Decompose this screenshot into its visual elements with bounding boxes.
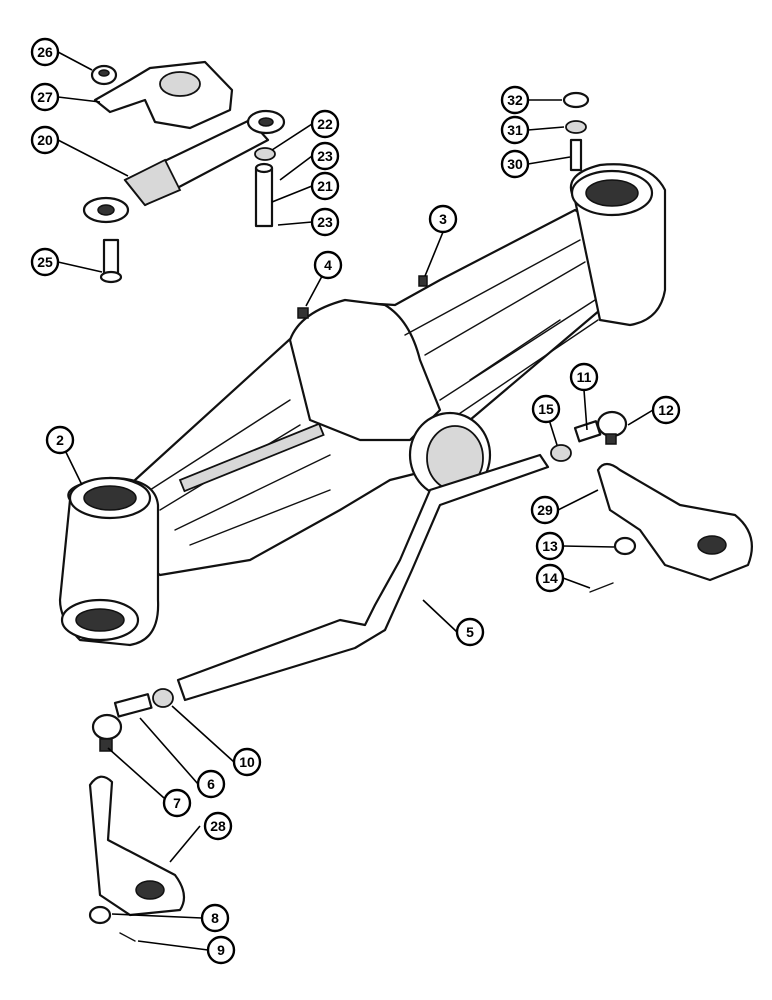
svg-text:22: 22 <box>317 116 333 132</box>
steering-cylinder <box>82 109 286 224</box>
callout-3: 3 <box>428 204 458 234</box>
svg-text:13: 13 <box>542 538 558 554</box>
svg-text:4: 4 <box>324 257 332 273</box>
svg-text:8: 8 <box>211 910 219 926</box>
svg-text:6: 6 <box>207 776 215 792</box>
callout-6: 6 <box>196 769 226 799</box>
callout-32: 32 <box>500 85 530 115</box>
callout-22: 22 <box>310 109 340 139</box>
svg-text:28: 28 <box>210 818 226 834</box>
callout-30: 30 <box>500 149 530 179</box>
svg-text:5: 5 <box>466 624 474 640</box>
grease-fitting-4 <box>297 307 309 319</box>
svg-text:26: 26 <box>37 44 53 60</box>
callout-5: 5 <box>455 617 485 647</box>
callout-12: 12 <box>651 395 681 425</box>
svg-text:20: 20 <box>37 132 53 148</box>
svg-text:11: 11 <box>577 369 592 385</box>
svg-text:31: 31 <box>507 122 523 138</box>
svg-text:27: 27 <box>37 89 53 105</box>
svg-text:2: 2 <box>56 432 64 448</box>
nut-13 <box>613 536 637 556</box>
mounting-bracket-27 <box>93 60 234 130</box>
callout-7: 7 <box>162 788 192 818</box>
callout-10: 10 <box>232 747 262 777</box>
washer-22 <box>254 147 276 161</box>
callout-9: 9 <box>206 935 236 965</box>
axle-housing <box>58 163 667 647</box>
callout-14: 14 <box>535 563 565 593</box>
callout-2: 2 <box>45 425 75 455</box>
callout-25: 25 <box>30 247 60 277</box>
svg-text:7: 7 <box>173 795 181 811</box>
nut-8 <box>88 905 112 925</box>
callout-15: 15 <box>531 394 561 424</box>
svg-text:30: 30 <box>507 156 523 172</box>
nut-26 <box>90 64 118 86</box>
callout-27: 27 <box>30 82 60 112</box>
stud-30 <box>569 138 583 172</box>
svg-text:15: 15 <box>538 401 554 417</box>
svg-text:23: 23 <box>317 148 333 164</box>
steering-arm-28 <box>88 775 186 917</box>
callout-13: 13 <box>535 531 565 561</box>
tie-rod-end-left <box>91 693 153 752</box>
callout-8: 8 <box>200 903 230 933</box>
svg-text:14: 14 <box>542 570 558 586</box>
callout-11: 11 <box>569 362 599 392</box>
callout-4: 4 <box>313 250 343 280</box>
callout-21: 21 <box>310 171 340 201</box>
svg-text:9: 9 <box>217 942 225 958</box>
nut-10 <box>152 688 174 708</box>
cap-32 <box>562 91 590 109</box>
cotter-pin-9 <box>119 932 136 942</box>
svg-text:23: 23 <box>317 214 333 230</box>
callout-26: 26 <box>30 37 60 67</box>
pin-21 <box>254 162 274 228</box>
grease-fitting-3 <box>418 275 428 287</box>
nut-31 <box>565 120 587 134</box>
callout-20: 20 <box>30 125 60 155</box>
cotter-pin-14 <box>589 582 614 593</box>
tie-rod-end-right <box>573 410 628 445</box>
svg-text:32: 32 <box>507 92 523 108</box>
callout-23-upper: 23 <box>310 141 340 171</box>
tie-rod-5 <box>176 453 550 702</box>
leader-lines <box>57 51 654 951</box>
svg-text:3: 3 <box>439 211 447 227</box>
svg-text:10: 10 <box>239 754 255 770</box>
svg-text:29: 29 <box>537 502 553 518</box>
callout-29: 29 <box>530 495 560 525</box>
bolt-25 <box>99 238 123 284</box>
callout-31: 31 <box>500 115 530 145</box>
callout-23-lower: 23 <box>310 207 340 237</box>
svg-text:12: 12 <box>658 402 674 418</box>
callout-28: 28 <box>203 811 233 841</box>
steering-arm-29 <box>596 462 753 582</box>
svg-text:21: 21 <box>317 178 333 194</box>
nut-15 <box>550 444 572 462</box>
svg-text:25: 25 <box>37 254 53 270</box>
